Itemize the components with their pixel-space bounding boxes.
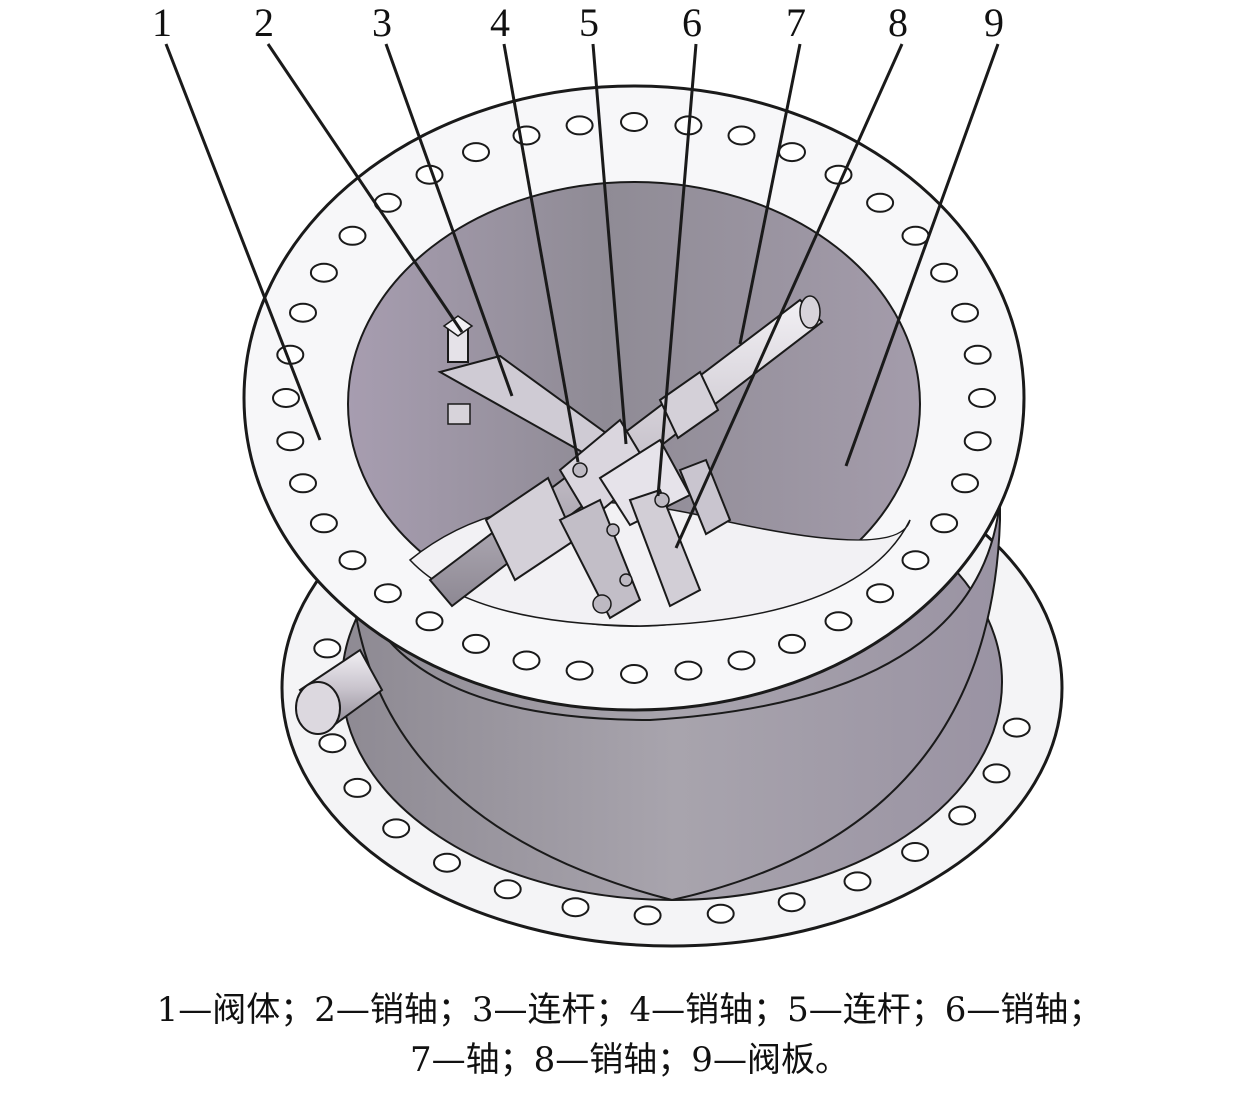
bolt-hole [982,763,1011,784]
bolt-hole [313,638,342,659]
bolt-hole [565,115,594,136]
bolt-hole [951,473,979,494]
bolt-hole [778,142,806,163]
bolt-hole [930,262,959,283]
bolt-hole [373,583,402,604]
bolt-hole [272,388,300,408]
valve-diagram: 1 2 3 4 5 6 7 8 9 [152,0,1064,948]
bolt-hole [433,852,461,873]
top-bolt-holes [272,112,996,684]
mechanism [428,295,824,620]
bolt-hole [633,905,662,926]
valve-body-cylinder [349,499,1001,902]
bolt-hole [289,473,317,494]
bolt-hole [512,650,541,671]
top-flange [242,84,1026,712]
bolt-hole [951,302,979,323]
caption-line-2: 7—轴；8—销轴；9—阀板。 [410,1040,849,1080]
label-4: 4 [490,0,510,45]
bolt-hole [561,897,590,918]
bolt-hole [289,302,317,323]
bolt-hole [968,388,996,408]
bolt-hole [338,550,367,571]
bolt-hole [620,112,648,132]
label-8: 8 [888,0,908,45]
bolt-hole [415,611,444,632]
label-1: 1 [152,0,172,45]
bolt-hole [309,513,338,534]
bolt-hole [493,879,522,900]
bolt-hole [901,225,930,246]
bolt-hole [727,650,756,671]
side-shaft-stub [295,648,384,735]
caption-line-1: 1—阀体；2—销轴；3—连杆；4—销轴；5—连杆；6—销轴； [156,990,1103,1030]
label-5: 5 [579,0,599,45]
bolt-hole [866,583,895,604]
bolt-hole [1002,717,1031,738]
bolt-hole [778,633,806,654]
bolt-hole [843,871,872,892]
bolt-hole [963,431,992,452]
bolt-hole [824,611,853,632]
bolt-hole [901,842,930,862]
bolt-hole [318,733,347,754]
leader-lines [164,43,1000,549]
label-6: 6 [682,0,702,45]
bolt-hole [309,262,338,283]
bolt-hole [963,344,992,365]
bolt-hole [338,225,367,246]
bolt-hole [462,633,490,654]
bolt-hole [276,431,305,452]
part-number-labels: 1 2 3 4 5 6 7 8 9 [152,0,1004,45]
label-7: 7 [786,0,806,45]
bottom-bolt-holes [308,638,1031,926]
figure-caption: 1—阀体；2—销轴；3—连杆；4—销轴；5—连杆；6—销轴； 7—轴；8—销轴；… [0,985,1259,1085]
bolt-hole [930,513,959,534]
bolt-hole [706,903,735,924]
bolt-hole [512,125,541,146]
bolt-hole [462,142,490,163]
bolt-hole [901,550,930,571]
label-9: 9 [984,0,1004,45]
bolt-hole [727,125,756,146]
bolt-hole [565,660,594,681]
bolt-hole [674,660,703,681]
bolt-hole [620,664,648,684]
label-3: 3 [372,0,392,45]
bolt-hole [866,192,895,213]
bolt-hole [343,777,372,798]
bolt-hole [948,805,977,826]
bolt-hole [777,892,806,913]
bolt-hole [382,818,411,839]
label-2: 2 [254,0,274,45]
